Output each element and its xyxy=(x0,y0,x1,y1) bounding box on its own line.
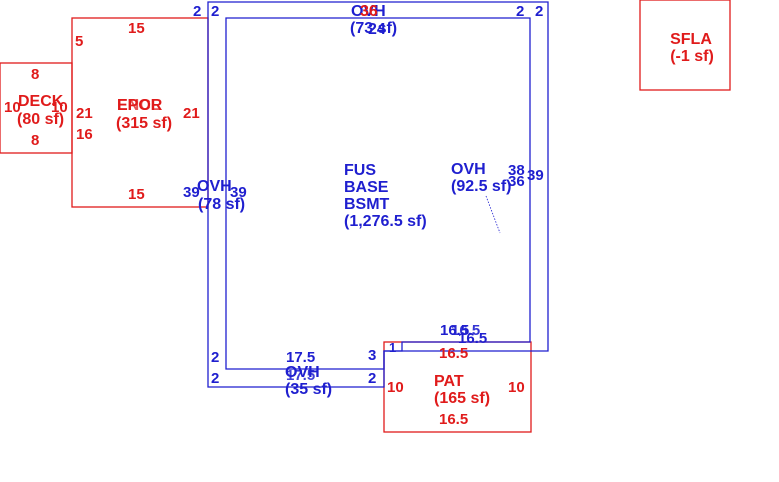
dim-bottom-left-2b: 2 xyxy=(211,370,220,387)
dim-deck-bottom: 8 xyxy=(31,132,40,149)
deck-outline xyxy=(0,62,73,154)
main-building-outline xyxy=(225,17,531,370)
dim-right-39: 39 xyxy=(527,167,544,184)
ovh-left-label: OVH xyxy=(197,178,232,195)
main-label-bsmt: BSMT xyxy=(344,196,390,213)
dim-encl-left-16: 16 xyxy=(76,126,93,143)
dim-bottom-3: 3 xyxy=(368,347,377,364)
dim-right-36: 36 xyxy=(508,173,525,190)
encl-area: (315 sf) xyxy=(116,115,173,132)
sfla-label: SFLA xyxy=(670,31,712,48)
dim-deck-left: 10 xyxy=(4,99,21,116)
ovh-right-area: (92.5 sf) xyxy=(451,178,512,195)
dim-encl-bottom: 15 xyxy=(128,186,145,203)
sfla-outline xyxy=(639,0,731,91)
ovh-bottom-area: (35 sf) xyxy=(285,381,333,398)
dim-top-left-2a: 2 xyxy=(193,3,202,20)
dim-deck-right: 10 xyxy=(51,99,68,116)
main-area: (1,276.5 sf) xyxy=(344,213,427,230)
deck-label: DECK xyxy=(18,93,64,110)
dim-pat-bottom: 16.5 xyxy=(439,411,469,428)
ovh-right-label: OVH xyxy=(451,161,486,178)
dim-pat-left: 10 xyxy=(387,379,404,396)
ovh-top-area: (73 sf) xyxy=(350,20,398,37)
dim-top-right-2a: 2 xyxy=(516,3,525,20)
dim-top-right-2b: 2 xyxy=(535,3,544,20)
dim-bottom-17-5: 17.5 xyxy=(286,349,316,366)
ovh-top-label: OVH xyxy=(351,3,386,20)
dim-encl-top: 15 xyxy=(128,20,145,37)
main-label-fus: FUS xyxy=(344,162,376,179)
sfla-area: (-1 sf) xyxy=(670,48,714,65)
dim-encl-right-21: 21 xyxy=(183,105,200,122)
main-label-base: BASE xyxy=(344,179,389,196)
ovh-left-area: (78 sf) xyxy=(198,196,246,213)
dim-encl-left-5: 5 xyxy=(75,33,84,50)
ovh-top-overlap-area: 24 xyxy=(368,21,386,38)
deck-area: (80 sf) xyxy=(17,111,65,128)
dim-bottom-left-2a: 2 xyxy=(211,349,220,366)
dim-bottom-17-5b: 17.5 xyxy=(286,367,316,384)
dim-pat-right: 10 xyxy=(508,379,525,396)
dim-left-39b: 39 xyxy=(230,184,247,201)
dim-top-left-2b: 2 xyxy=(211,3,220,20)
ovh-top-overlap-dim: 36 xyxy=(360,3,378,20)
dim-right-38: 38 xyxy=(508,162,525,179)
dim-deck-top: 8 xyxy=(31,66,40,83)
pat-area: (165 sf) xyxy=(434,390,491,407)
dim-right-16-5c: 16.5 xyxy=(458,330,488,347)
dim-left-39a: 39 xyxy=(183,184,200,201)
encl-label: EPOR xyxy=(117,97,163,114)
encl-overlap-label: ENCL xyxy=(117,97,161,114)
ovh-bottom-label: OVH xyxy=(285,364,320,381)
pat-label: PAT xyxy=(434,373,464,390)
dim-pat-top: 16.5 xyxy=(439,345,469,362)
dim-bottom-2: 2 xyxy=(368,370,377,387)
dim-right-16-5b: 16.5 xyxy=(451,322,481,339)
dim-encl-left-21: 21 xyxy=(76,105,93,122)
dim-bottom-1: 1 xyxy=(389,340,397,355)
dim-right-16-5a: 16.5 xyxy=(440,322,470,339)
leader-line xyxy=(485,195,501,234)
